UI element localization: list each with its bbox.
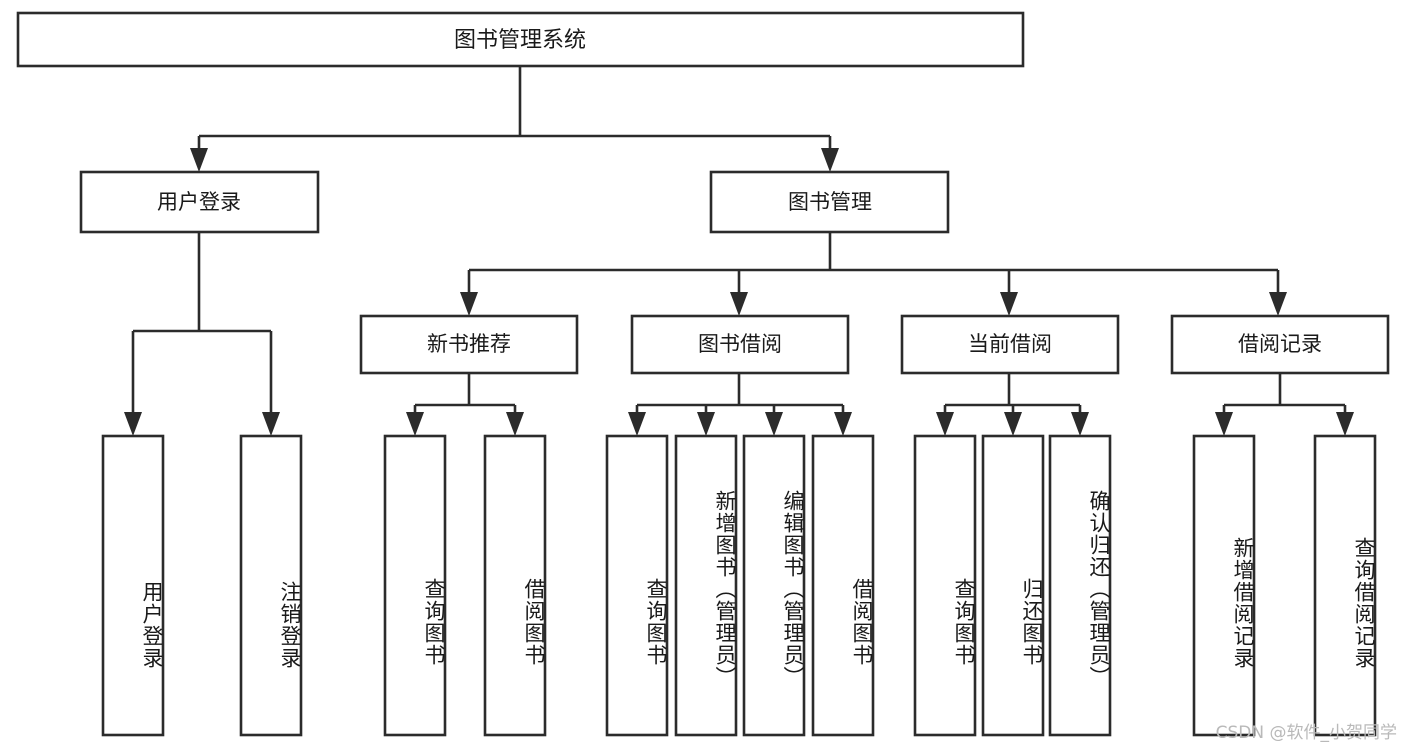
node-book-borrow-label: 图书借阅 xyxy=(698,332,782,356)
node-current-borrow-box[interactable] xyxy=(900,314,1120,375)
arrow-icon xyxy=(190,148,208,172)
node-leaf-logout-login-box[interactable] xyxy=(239,434,303,737)
node-new-book-recommend-box[interactable] xyxy=(359,314,579,375)
node-borrow-record-label: 借阅记录 xyxy=(1238,332,1322,356)
arrow-icon xyxy=(730,292,748,316)
arrow-icon xyxy=(262,412,280,436)
node-borrow-record-box[interactable] xyxy=(1170,314,1390,375)
arrow-icon xyxy=(821,148,839,172)
arrow-icon xyxy=(1004,412,1022,436)
node-leaf-query-book-2-box[interactable] xyxy=(605,434,669,737)
node-leaf-borrow-book-1-box[interactable] xyxy=(483,434,547,737)
connector-layer xyxy=(124,66,1354,436)
node-leaf-confirm-return-box[interactable] xyxy=(1048,434,1112,737)
node-user-login-label: 用户登录 xyxy=(157,190,241,214)
arrow-icon xyxy=(1269,292,1287,316)
arrow-icon xyxy=(1000,292,1018,316)
arrow-icon xyxy=(506,412,524,436)
arrow-icon xyxy=(936,412,954,436)
node-user-login-box[interactable] xyxy=(79,170,320,234)
node-root-label: 图书管理系统 xyxy=(454,28,586,53)
node-book-management-label: 图书管理 xyxy=(788,190,872,214)
arrow-icon xyxy=(628,412,646,436)
arrow-icon xyxy=(460,292,478,316)
arrow-icon xyxy=(1071,412,1089,436)
arrow-icon xyxy=(834,412,852,436)
node-layer: 图书管理系统 用户登录 图书管理 新书推荐 图书借阅 当前借阅 借阅记录 xyxy=(16,11,1390,737)
node-root-box[interactable] xyxy=(16,11,1025,68)
node-leaf-add-record-box[interactable] xyxy=(1192,434,1256,737)
node-leaf-add-book-box[interactable] xyxy=(674,434,738,737)
node-leaf-user-login-box[interactable] xyxy=(101,434,165,737)
arrow-icon xyxy=(406,412,424,436)
node-leaf-edit-book-box[interactable] xyxy=(742,434,806,737)
arrow-icon xyxy=(765,412,783,436)
node-leaf-query-record-box[interactable] xyxy=(1313,434,1377,737)
arrow-icon xyxy=(1336,412,1354,436)
node-current-borrow-label: 当前借阅 xyxy=(968,332,1052,356)
node-new-book-recommend-label: 新书推荐 xyxy=(427,332,511,356)
node-leaf-query-book-1-box[interactable] xyxy=(383,434,447,737)
node-leaf-borrow-book-2-box[interactable] xyxy=(811,434,875,737)
node-book-management-box[interactable] xyxy=(709,170,950,234)
arrow-icon xyxy=(124,412,142,436)
node-leaf-query-book-3-box[interactable] xyxy=(913,434,977,737)
csdn-watermark: CSDN @软件_小贺同学 xyxy=(1215,723,1397,743)
arrow-icon xyxy=(1215,412,1233,436)
node-book-borrow-box[interactable] xyxy=(630,314,850,375)
node-leaf-return-book-box[interactable] xyxy=(981,434,1045,737)
arrow-icon xyxy=(697,412,715,436)
